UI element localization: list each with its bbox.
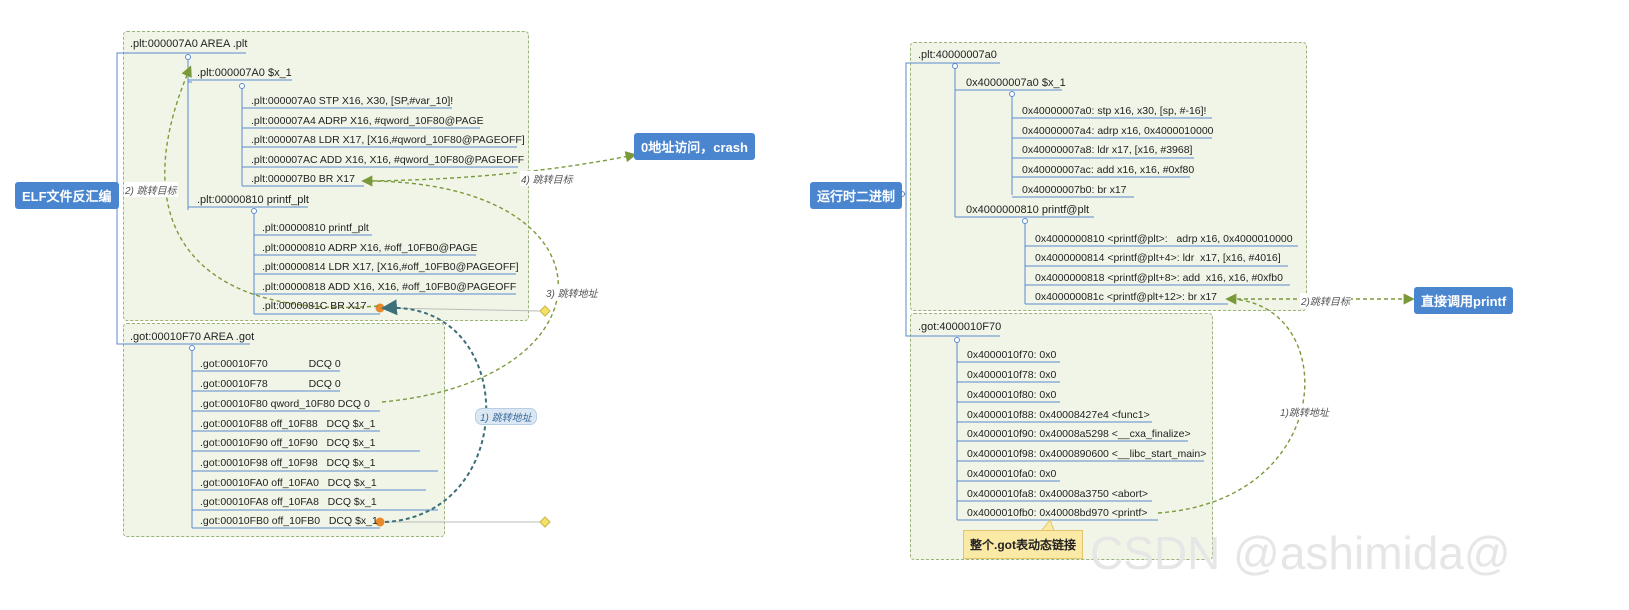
edge-label-left-3: 3) 跳转地址 <box>545 285 599 300</box>
right-plt-sub2-line: 0x400000081c <printf@plt+12>: br x17 <box>1035 291 1217 303</box>
right-got-line: 0x4000010fb0: 0x40008bd970 <printf> <box>967 507 1148 519</box>
left-plt-sub1-label: .plt:000007A0 $x_1 <box>197 67 292 79</box>
left-got-line: .got:00010F80 qword_10F80 DCQ 0 <box>200 398 370 410</box>
right-got-line: 0x4000010f70: 0x0 <box>967 349 1057 361</box>
right-plt-sub1-label: 0x40000007a0 $x_1 <box>966 77 1066 89</box>
edge-label-right-2: 2)跳转目标 <box>1300 293 1351 308</box>
left-got-area-label: .got:00010F70 AREA .got <box>130 331 255 343</box>
left-got-line: .got:00010FB0 off_10FB0 DCQ $x_1 <box>200 515 378 527</box>
edge-label-left-2: 2) 跳转目标 <box>124 182 178 197</box>
left-plt-sub2-label: .plt:00000810 printf_plt <box>197 194 309 206</box>
edge-left-4 <box>365 151 637 182</box>
right-got-area-label: .got:4000010F70 <box>918 321 1002 333</box>
right-got-line: 0x4000010f90: 0x40008a5298 <__cxa_finali… <box>967 428 1191 440</box>
edge-right-1 <box>1157 293 1306 514</box>
right-got-line: 0x4000010f78: 0x0 <box>967 369 1057 381</box>
left-plt-sub2-line: .plt:00000810 ADRP X16, #off_10FB0@PAGE <box>262 242 478 254</box>
diamond-1 <box>539 305 551 317</box>
left-plt-sub2-line: .plt:00000810 printf_plt <box>262 222 369 234</box>
left-tree-lines <box>113 52 518 529</box>
edge-left-3 <box>361 175 559 403</box>
right-got-box <box>910 313 1213 560</box>
br-x17-dot <box>375 303 385 313</box>
right-got-line: 0x4000010fa8: 0x40008a3750 <abort> <box>967 488 1148 500</box>
left-got-box <box>123 323 445 537</box>
edge-label-left-4: 4) 跳转目标 <box>520 171 574 186</box>
left-plt-sub2-line: .plt:00000818 ADD X16, X16, #off_10FB0@P… <box>262 281 517 293</box>
got-fb0-dot <box>375 517 385 527</box>
right-got-line: 0x4000010f98: 0x4000890600 <__libc_start… <box>967 448 1207 460</box>
right-plt-sub2-line: 0x4000000810 <printf@plt>: adrp x16, 0x4… <box>1035 233 1293 245</box>
right-plt-sub1-line: 0x40000007b0: br x17 <box>1022 184 1127 196</box>
got-dynamic-link-note: 整个.got表动态链接 <box>963 530 1083 559</box>
left-plt-sub1-line: .plt:000007A4 ADRP X16, #qword_10F80@PAG… <box>251 115 484 127</box>
right-tree-lines <box>902 62 1298 521</box>
left-got-line: .got:00010F98 off_10F98 DCQ $x_1 <box>200 457 376 469</box>
right-plt-sub1-line: 0x40000007a4: adrp x16, 0x4000010000 <box>1022 125 1214 137</box>
right-plt-sub1-line: 0x40000007a0: stp x16, x30, [sp, #-16]! <box>1022 105 1207 117</box>
left-plt-sub1-line: .plt:000007A8 LDR X17, [X16,#qword_10F80… <box>251 134 525 146</box>
left-plt-sub1-line: .plt:000007AC ADD X16, X16, #qword_10F80… <box>251 154 525 166</box>
left-got-line: .got:00010FA8 off_10FA8 DCQ $x_1 <box>200 496 377 508</box>
diamond-2 <box>539 516 551 528</box>
left-got-line: .got:00010FA0 off_10FA0 DCQ $x_1 <box>200 477 377 489</box>
right-plt-sub2-label: 0x4000000810 printf@plt <box>966 204 1090 216</box>
left-plt-sub2-line: .plt:00000814 LDR X17, [X16,#off_10FB0@P… <box>262 261 519 273</box>
left-plt-sub2-line: .plt:0000081C BR X17 <box>262 300 367 312</box>
edge-label-left-1: 1) 跳转地址 <box>475 408 537 425</box>
right-got-line: 0x4000010f80: 0x0 <box>967 389 1057 401</box>
right-plt-sub2-line: 0x4000000814 <printf@plt+4>: ldr x17, [x… <box>1035 252 1281 264</box>
right-root-node[interactable]: 运行时二进制 <box>810 182 903 209</box>
left-got-line: .got:00010F88 off_10F88 DCQ $x_1 <box>200 418 376 430</box>
left-plt-sub1-line: .plt:000007A0 STP X16, X30, [SP,#var_10]… <box>251 95 454 107</box>
edge-left-2 <box>164 65 379 308</box>
left-root-node[interactable]: ELF文件反汇编 <box>15 182 119 209</box>
right-got-line: 0x4000010fa0: 0x0 <box>967 468 1057 480</box>
left-plt-box <box>123 31 529 321</box>
left-plt-sub1-line: .plt:000007B0 BR X17 <box>251 173 355 185</box>
left-got-line: .got:00010F70 DCQ 0 <box>200 358 341 370</box>
right-plt-sub1-line: 0x40000007a8: ldr x17, [x16, #3968] <box>1022 144 1193 156</box>
crash-node[interactable]: 0地址访问，crash <box>634 133 755 160</box>
watermark: CSDN @ashimida@ <box>1090 527 1511 579</box>
right-plt-sub1-line: 0x40000007ac: add x16, x16, #0xf80 <box>1022 164 1195 176</box>
right-got-line: 0x4000010f88: 0x40008427e4 <func1> <box>967 409 1150 421</box>
direct-call-printf-node[interactable]: 直接调用printf <box>1414 287 1514 314</box>
right-plt-sub2-line: 0x4000000818 <printf@plt+8>: add x16, x1… <box>1035 272 1283 284</box>
right-plt-area-label: .plt:40000007a0 <box>918 49 997 61</box>
edge-label-right-1: 1)跳转地址 <box>1279 404 1330 419</box>
left-got-line: .got:00010F78 DCQ 0 <box>200 378 341 390</box>
left-got-line: .got:00010F90 off_10F90 DCQ $x_1 <box>200 437 376 449</box>
left-plt-area-label: .plt:000007A0 AREA .plt <box>130 38 248 50</box>
